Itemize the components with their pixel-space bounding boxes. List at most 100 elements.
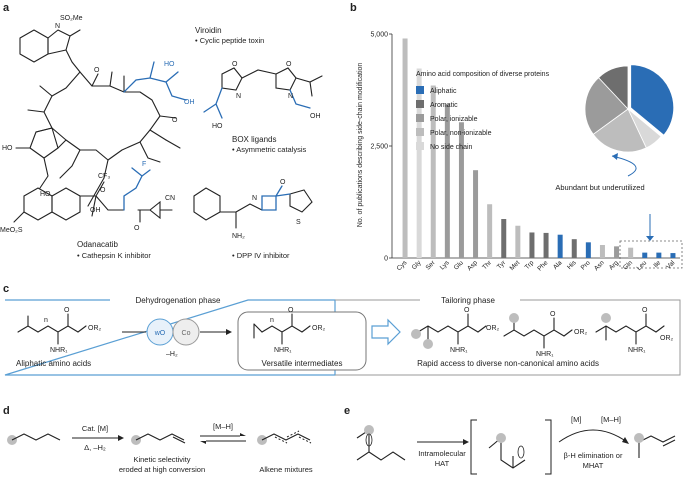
starting-chain	[356, 428, 406, 461]
kinetic-line-1: Kinetic selectivity	[133, 455, 190, 464]
co-label: Co	[182, 330, 191, 337]
legend-label-noside: No side chain	[430, 144, 473, 151]
carbonyl-o-2: O	[288, 307, 294, 314]
viroidin-desc: • Cyclic peptide toxin	[195, 36, 264, 45]
annotation-line-1: Abundant but underutilized	[555, 183, 644, 192]
viroidin-ho-label: HO	[164, 61, 175, 68]
box-oxazoline-right	[275, 67, 297, 91]
x-tick-label: Ser	[425, 259, 438, 272]
hat-label: HAT	[435, 459, 450, 468]
dpp-s-label: S	[296, 219, 301, 226]
nhr1-label-2: NHR₁	[274, 347, 292, 354]
x-tick-label: Val	[665, 259, 677, 271]
meo2s-label: MeO₂S	[0, 227, 23, 234]
x-tick-label: His	[566, 259, 578, 271]
pie-slice-aromatic	[597, 65, 629, 111]
y-axis-label: No. of publications describing side-chai…	[357, 63, 364, 228]
dehydrogenation-phase-title: Dehydrogenation phase	[136, 296, 222, 305]
bar-cys	[402, 38, 408, 259]
product-alkene	[638, 435, 676, 458]
tailoring-frame	[335, 299, 681, 376]
panel-d-scheme: Cat. [M] Δ, –H₂ Kinetic selectivity erod…	[7, 422, 313, 474]
mh-label-e: [M–H]	[601, 415, 621, 424]
pie-slice-nonionizable	[592, 108, 647, 153]
tailor-group-2	[423, 339, 433, 349]
box-oh-label: OH	[310, 113, 321, 120]
panel-e-scheme: Intramolecular HAT [M] [M–H] β-H elimina…	[356, 415, 676, 475]
cyclopropane-ring	[149, 200, 161, 220]
alkene-mixtures-label: Alkene mixtures	[259, 465, 313, 474]
indole-benzene-ring	[19, 29, 49, 63]
box-oxazoline-left	[221, 67, 243, 91]
versatile-frame	[237, 311, 367, 371]
nhr1-label-4: NHR₁	[536, 351, 554, 358]
x-tick-label: Arg	[608, 259, 620, 271]
odanacatib-ring-2	[51, 187, 81, 221]
thiazole-ring	[289, 189, 313, 213]
x-tick-label: Glu	[453, 259, 465, 271]
box-o-right: O	[286, 61, 292, 68]
tailoring-phase-title: Tailoring phase	[441, 296, 495, 305]
n-subscript-2: n	[270, 317, 274, 324]
o-label-3: O	[100, 187, 106, 194]
x-tick-label: Phe	[536, 259, 549, 272]
carbonyl-o-1: O	[64, 307, 70, 314]
x-tick-label: Trp	[524, 259, 536, 271]
pie-slice-aliphatic	[630, 64, 675, 136]
intermediate-orbital	[517, 445, 525, 459]
intramolecular-label: Intramolecular	[418, 449, 466, 458]
bar-gly	[416, 68, 422, 258]
nh-label: N	[55, 23, 60, 30]
oh-label-bottom: OH	[90, 207, 101, 214]
bar-ala	[557, 234, 563, 258]
wo-label: wO	[154, 330, 166, 337]
odanacatib-blue-sidechain	[123, 167, 151, 211]
or2-label-1: OR₂	[88, 325, 102, 332]
or2-label-3: OR₂	[486, 325, 500, 332]
viroidin-blue-sidechain	[123, 61, 187, 101]
box-name: BOX ligands	[232, 135, 276, 144]
cf3-label: CF₃	[98, 173, 110, 180]
bar-glu	[458, 122, 464, 258]
aliphatic-aa-label: Aliphatic amino acids	[16, 359, 91, 368]
x-tick-label: Met	[509, 259, 522, 272]
bar-pro	[585, 242, 591, 258]
legend-swatch-ionizable	[416, 114, 424, 122]
intermediate-chain	[488, 436, 526, 469]
legend-swatch-aromatic	[416, 100, 424, 108]
legend-label-aromatic: Aromatic	[430, 102, 458, 109]
bar-phe	[543, 232, 549, 258]
azetidine-ring	[261, 195, 277, 211]
bars	[402, 38, 676, 259]
x-tick-label: Asp	[466, 259, 479, 272]
catalytic-arrow	[558, 429, 628, 443]
bar-ser	[430, 85, 436, 259]
viroidin-name: Viroidin	[195, 26, 222, 35]
legend-label-ionizable: Polar, ionizable	[430, 116, 478, 123]
pyrrolidine-ring	[29, 127, 59, 159]
bar-tyr	[501, 219, 507, 258]
panel-a-structures: SO₂Me N HO HO HO OH O O O OH Viroidin • …	[0, 15, 323, 260]
bar-ile	[656, 252, 662, 258]
o-label-1: O	[94, 67, 100, 74]
catalyst-cycle: wO Co –H₂	[122, 318, 232, 358]
or2-label-5: OR₂	[660, 335, 674, 342]
y-tick-label: 0	[384, 256, 388, 263]
x-tick-label: Lys	[439, 259, 451, 271]
versatile-label: Versatile intermediates	[262, 359, 343, 368]
bar-asn	[599, 245, 605, 258]
legend-swatch-aliphatic	[416, 86, 424, 94]
radical-site	[364, 425, 374, 435]
dpp-desc: • DPP IV inhibitor	[232, 251, 290, 260]
cyclohexane-ring	[193, 187, 221, 221]
annotation-arrowhead	[612, 153, 618, 160]
radical-orbital	[365, 433, 373, 447]
n-subscript-1: n	[44, 317, 48, 324]
bar-his	[571, 239, 577, 258]
x-tick-label: Thr	[481, 259, 493, 271]
minus-h2-label: –H₂	[166, 351, 178, 358]
dpp-n-label: N	[252, 195, 257, 202]
dpp-o-label: O	[280, 179, 286, 186]
